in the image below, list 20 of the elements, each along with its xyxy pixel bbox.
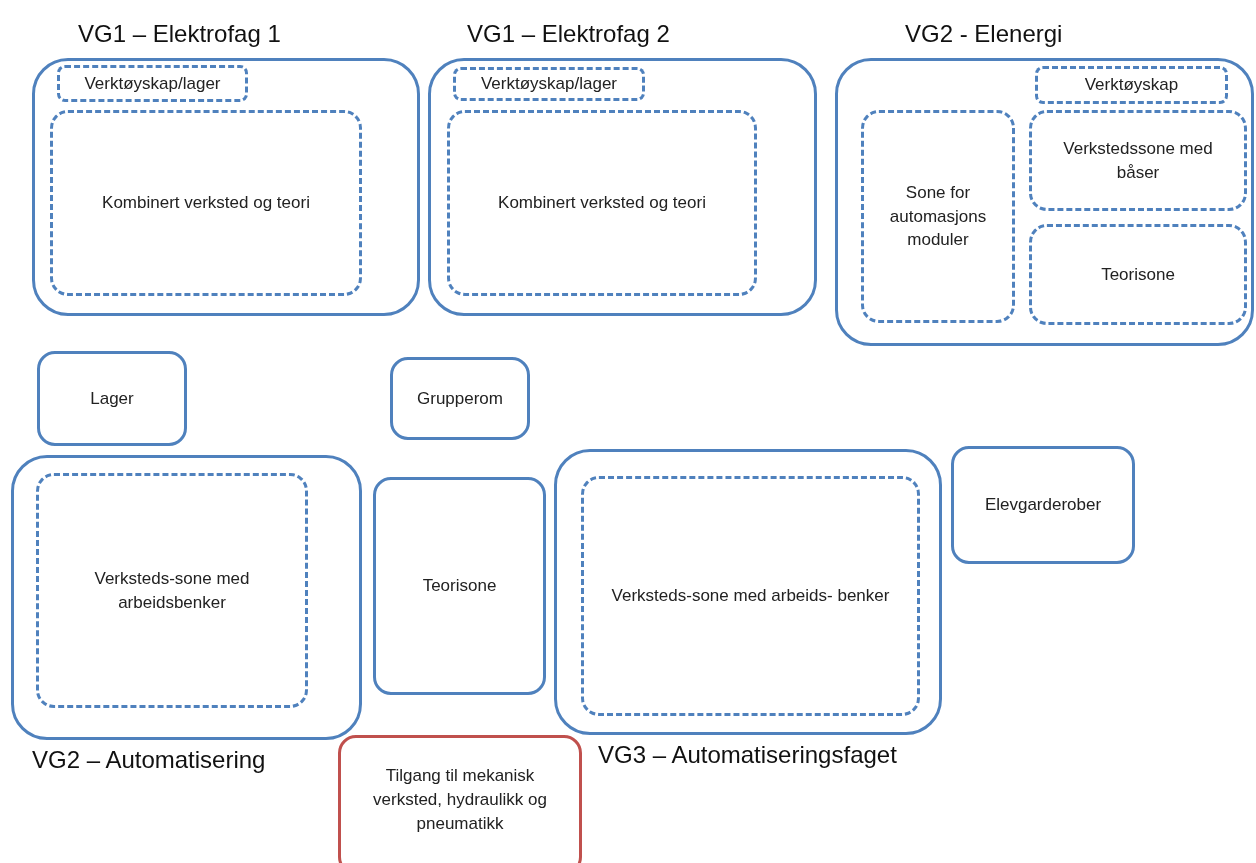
zone-area: Verksteds-sone med arbeidsbenker — [36, 473, 308, 708]
zone-area: Verkstedssone med båser — [1029, 110, 1247, 211]
room-box: Grupperom — [390, 357, 530, 440]
room-title: VG2 - Elenergi — [905, 20, 1063, 48]
cabinet-area: Verktøyskap — [1035, 66, 1228, 104]
zone-area: Teorisone — [1029, 224, 1247, 325]
room-title: VG2 – Automatisering — [32, 746, 266, 774]
zone-area: Sone for automasjons moduler — [861, 110, 1015, 323]
room-box: Lager — [37, 351, 187, 446]
room-title: VG3 – Automatiseringsfaget — [598, 741, 897, 769]
cabinet-area: Verktøyskap/lager — [453, 67, 645, 101]
room-box: Elevgarderober — [951, 446, 1135, 564]
zone-area: Kombinert verksted og teori — [447, 110, 757, 296]
cabinet-area: Verktøyskap/lager — [57, 65, 248, 102]
room-box: Teorisone — [373, 477, 546, 695]
zone-area: Verksteds-sone med arbeids- benker — [581, 476, 920, 716]
access-room-box: Tilgang til mekanisk verksted, hydraulikk og pneumatikk — [338, 735, 582, 863]
room-title: VG1 – Elektrofag 1 — [78, 20, 281, 48]
room-title: VG1 – Elektrofag 2 — [467, 20, 670, 48]
zone-area: Kombinert verksted og teori — [50, 110, 362, 296]
